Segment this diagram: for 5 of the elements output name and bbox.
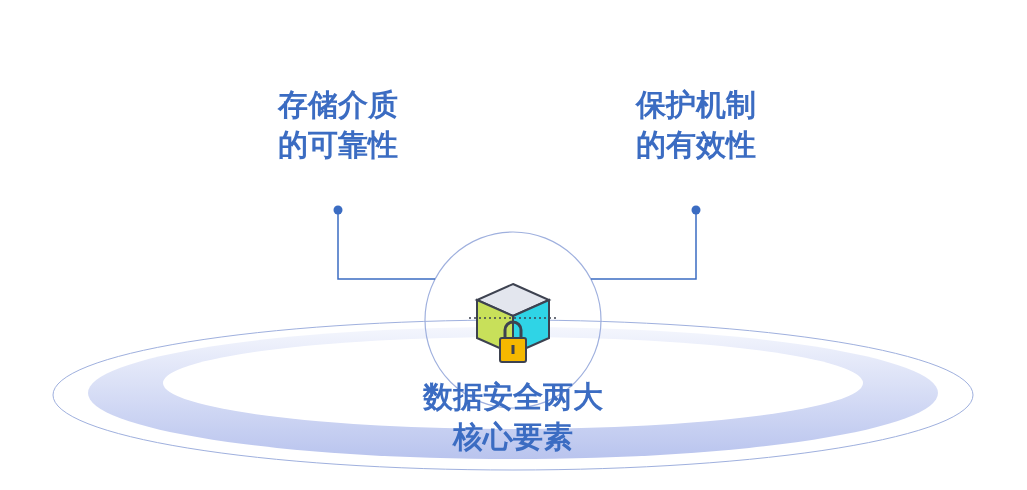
factor-label: 保护机制的有效性 [634, 86, 757, 164]
hub-title: 数据安全两大核心要素 [421, 378, 604, 456]
leader-line [333, 205, 436, 280]
factor-label: 存储介质的可靠性 [276, 86, 399, 164]
leader-line [590, 205, 701, 280]
